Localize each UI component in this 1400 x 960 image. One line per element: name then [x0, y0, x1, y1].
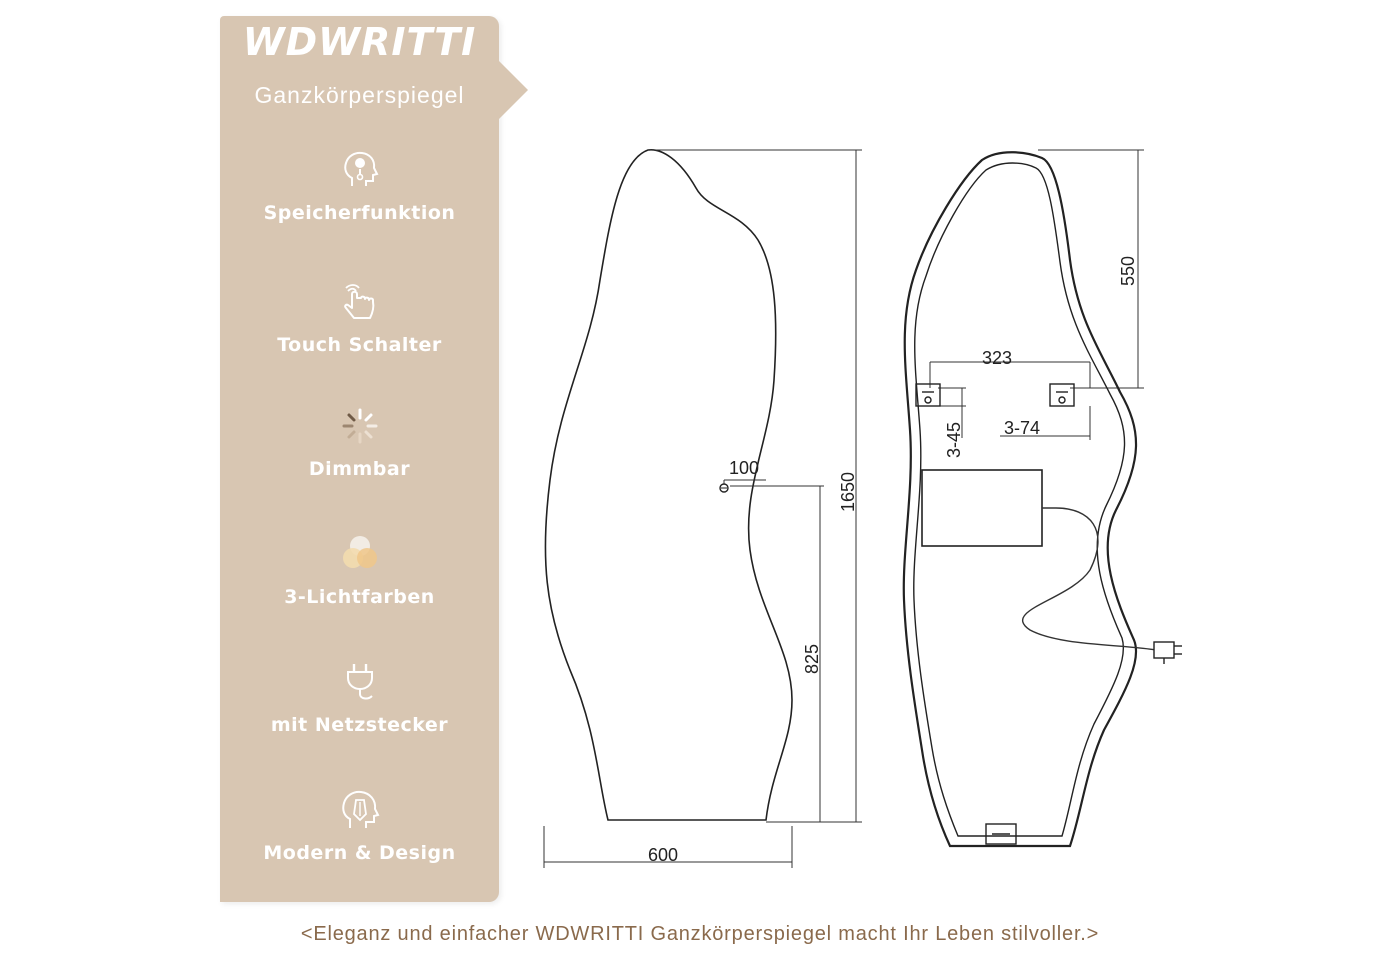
bottom-bracket	[985, 823, 1017, 845]
tagline: <Eleganz und einfacher WDWRITTI Ganzkörp…	[300, 923, 1100, 945]
dim-bracket-gap: 3-74	[1004, 418, 1040, 438]
feature-label: 3-Lichtfarben	[284, 586, 435, 608]
dim-width: 600	[648, 845, 678, 865]
power-cable	[1021, 507, 1157, 651]
left-bracket	[915, 383, 941, 407]
back-mirror-inner-outline	[913, 162, 1126, 837]
dim-hook-offset: 100	[729, 458, 759, 478]
right-bracket	[1049, 383, 1075, 407]
dim-top-to-bracket: 550	[1118, 256, 1138, 286]
feature-touch: Touch Schalter	[220, 280, 499, 390]
touch-hand-icon	[343, 284, 374, 319]
memory-head-icon	[343, 151, 378, 186]
driver-box	[921, 469, 1043, 547]
feature-label: mit Netzstecker	[270, 714, 449, 736]
front-mirror-outline	[544, 149, 793, 821]
design-head-icon	[341, 790, 379, 828]
feature-label: Touch Schalter	[277, 334, 442, 356]
dimmer-spinner-icon	[342, 408, 377, 444]
feature-dimmable: Dimmbar	[220, 404, 499, 514]
feature-panel-tab	[498, 60, 528, 120]
feature-design: Modern & Design	[220, 788, 499, 898]
brand-name: WDWRITTI	[242, 20, 477, 64]
cable-plug	[1153, 641, 1175, 659]
feature-memory: Speicherfunktion	[220, 148, 499, 258]
feature-label: Modern & Design	[263, 842, 456, 864]
feature-plug: mit Netzstecker	[220, 660, 499, 770]
light-colors-icon	[342, 536, 377, 568]
mirror-dimension-drawing: 600 1650 100 825 550 323 3-45 3-74	[543, 149, 1182, 868]
feature-label: Dimmbar	[308, 458, 411, 480]
plug-icon	[346, 664, 373, 700]
dim-hook-height: 825	[802, 644, 822, 674]
feature-light-colors: 3-Lichtfarben	[220, 532, 499, 642]
feature-label: Speicherfunktion	[263, 202, 456, 224]
dim-bracket-spacing: 323	[982, 348, 1012, 368]
dim-bracket-depth: 3-45	[944, 422, 964, 458]
back-mirror-outer-outline	[902, 151, 1138, 848]
product-subtitle: Ganzkörperspiegel	[254, 82, 465, 108]
dim-total-height: 1650	[838, 472, 858, 512]
